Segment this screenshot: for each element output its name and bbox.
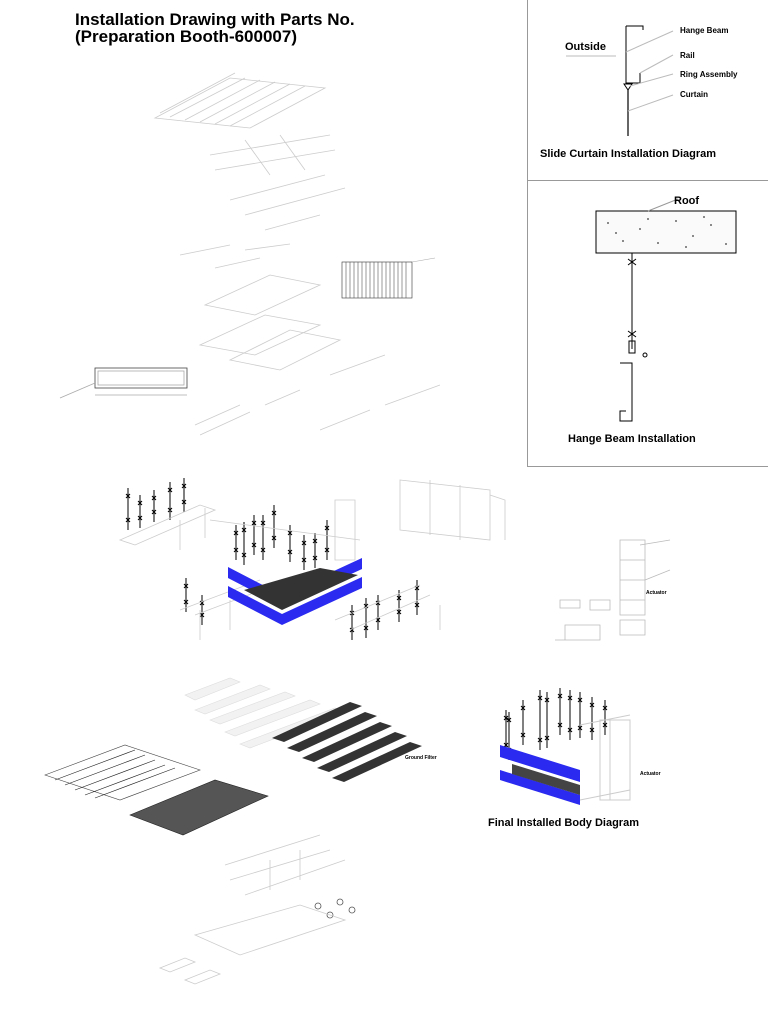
turnbuckle-icon	[602, 705, 608, 728]
fan-unit-parts	[158, 834, 356, 985]
hange-beam-panel: Roof Hange Beam Installation	[527, 180, 768, 467]
final-body-caption: Final Installed Body Diagram	[488, 817, 639, 829]
turnbuckle-icon	[537, 695, 543, 743]
turnbuckle-icon	[271, 510, 277, 541]
booth-wall-frames	[118, 479, 506, 640]
turnbuckle-icon	[577, 697, 583, 731]
plenum-panels	[194, 274, 441, 436]
turnbuckle-icon	[241, 527, 247, 558]
turnbuckle-icon	[233, 530, 239, 553]
actuator-label-1: Actuator	[646, 590, 667, 596]
turnbuckle-icon	[557, 693, 563, 728]
turnbuckle-icon	[567, 695, 573, 733]
floor-base-grid	[44, 744, 269, 836]
turnbuckle-icon	[589, 702, 595, 733]
turnbuckle-icon	[349, 610, 355, 633]
turnbuckle-icon	[312, 538, 318, 561]
outside-label: Outside	[565, 41, 606, 53]
turnbuckle-icon	[125, 493, 131, 523]
turnbuckle-icon	[260, 520, 266, 553]
callout-hange-beam: Hange Beam	[680, 26, 729, 35]
turnbuckle-icon	[183, 583, 189, 605]
callout-ring-assembly: Ring Assembly	[680, 70, 738, 79]
callout-curtain: Curtain	[680, 90, 708, 99]
ceiling-frame	[179, 134, 346, 269]
main-body-blue-frame	[228, 558, 362, 625]
ceiling-filter	[341, 257, 436, 299]
slide-curtain-drawing	[566, 25, 674, 136]
turnbuckle-icon	[520, 705, 526, 738]
turnbuckle-icon	[324, 525, 330, 553]
floor-grating-panels	[184, 677, 346, 749]
turnbuckle-icon	[503, 715, 509, 748]
turnbuckle-icon	[363, 603, 369, 631]
actuator-label-2: Actuator	[640, 771, 661, 777]
door-frame-part	[59, 367, 188, 399]
turnbuckle-icon	[137, 500, 143, 521]
hange-beam-caption: Hange Beam Installation	[568, 433, 696, 445]
hanging-rods	[125, 478, 608, 760]
title-line-1: Installation Drawing with Parts No.	[75, 10, 355, 29]
turnbuckle-icon	[251, 520, 257, 548]
turnbuckle-icon	[167, 487, 173, 513]
roof-label: Roof	[674, 195, 700, 207]
roof-panels	[153, 72, 327, 129]
ground-filter-strips	[272, 702, 422, 782]
turnbuckle-icon	[506, 717, 512, 753]
turnbuckle-icon	[414, 585, 420, 608]
turnbuckle-icon	[199, 600, 205, 618]
drawing-title: Installation Drawing with Parts No. (Pre…	[75, 11, 355, 45]
turnbuckle-icon	[301, 540, 307, 563]
ground-filter-label: Ground Filter	[405, 755, 437, 761]
hange-beam-drawing	[595, 198, 737, 422]
turnbuckle-icon	[151, 495, 157, 515]
turnbuckle-icon	[396, 595, 402, 615]
turnbuckle-icon	[544, 697, 550, 741]
title-line-2: (Preparation Booth-600007)	[75, 27, 297, 46]
slide-curtain-caption: Slide Curtain Installation Diagram	[540, 148, 717, 160]
final-body-blue-frame	[500, 714, 631, 805]
turnbuckle-icon	[287, 530, 293, 555]
turnbuckle-icon	[181, 483, 187, 505]
callout-rail: Rail	[680, 51, 695, 60]
turnbuckle-icon	[375, 600, 381, 623]
slide-curtain-panel: Outside Hange Beam Rail Ring Assembly Cu…	[527, 0, 768, 182]
